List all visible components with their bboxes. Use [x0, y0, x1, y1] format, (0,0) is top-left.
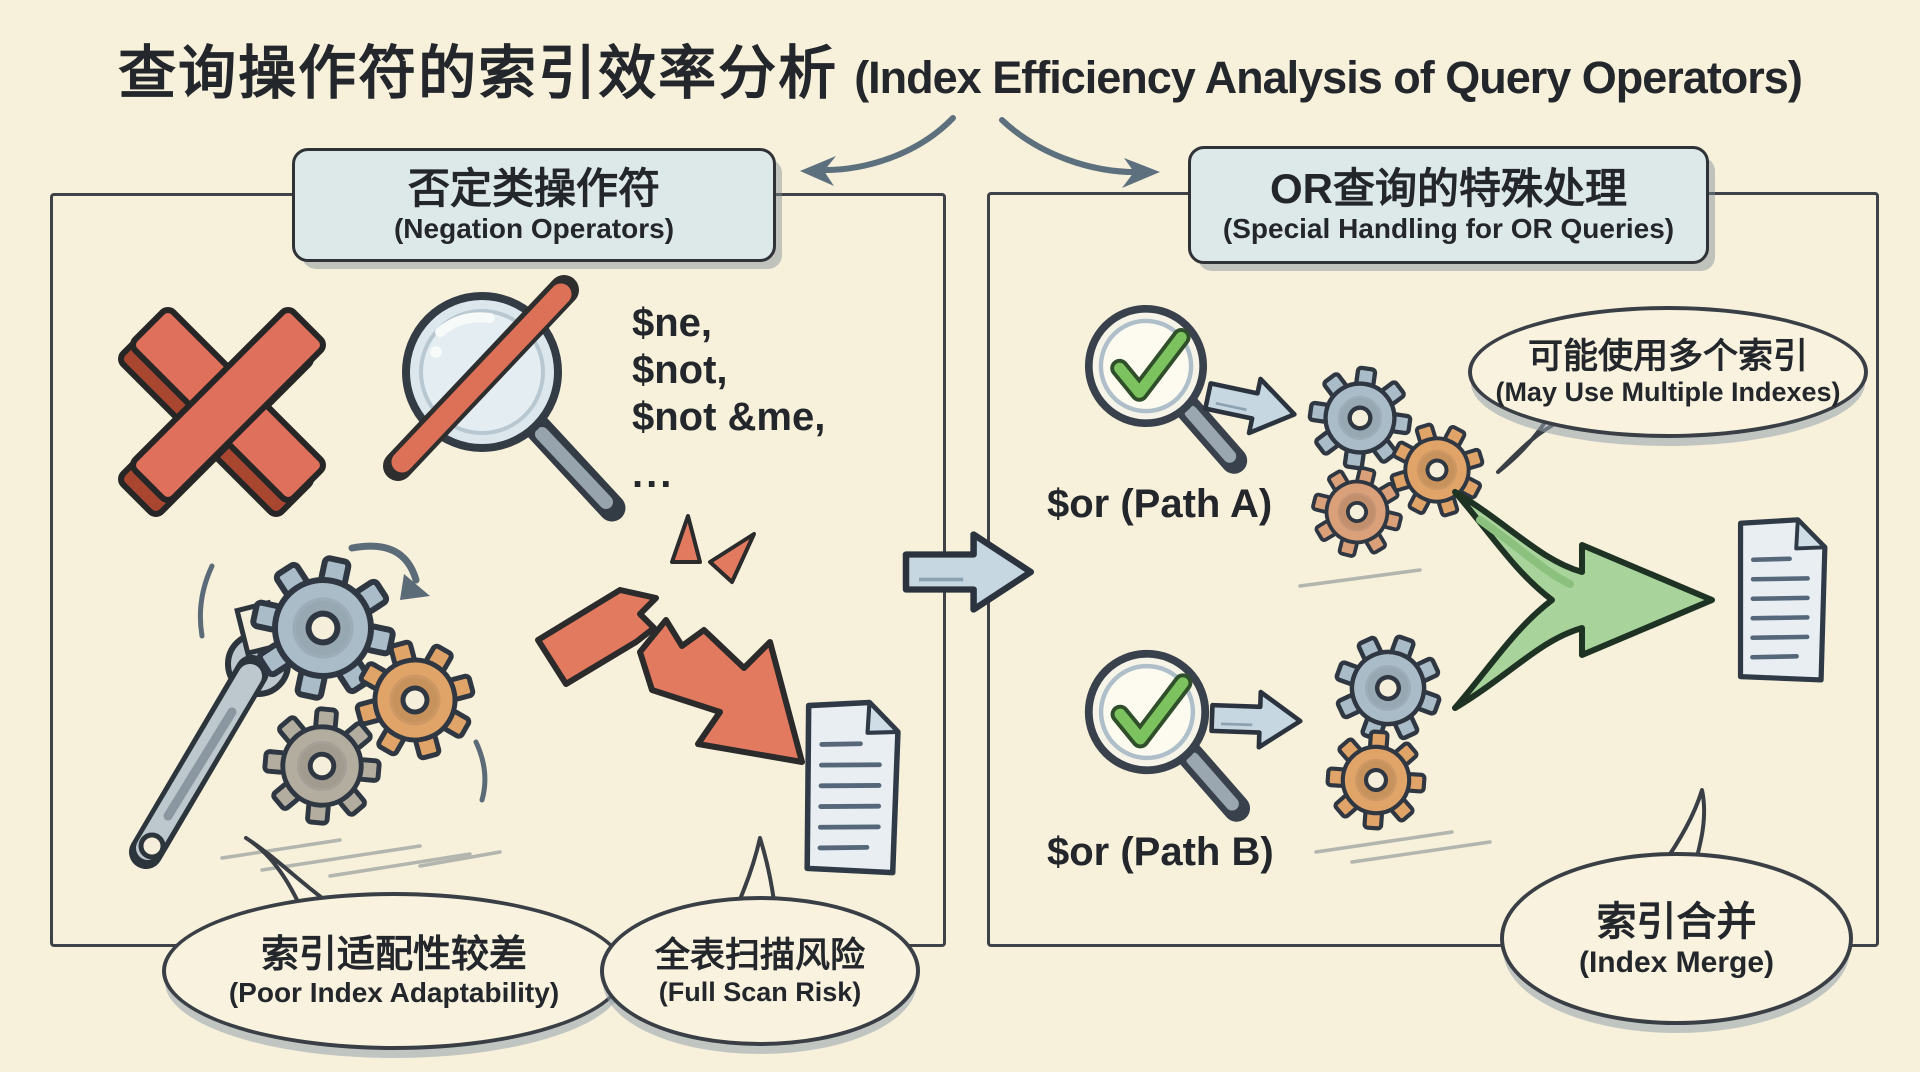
bubble-tails: [244, 416, 1707, 908]
or-header-en: (Special Handling for OR Queries): [1222, 213, 1675, 244]
page-title: 查询操作符的索引效率分析 (Index Efficiency Analysis o…: [0, 26, 1920, 110]
broken-arrow-icon: [535, 514, 805, 765]
index-merge-bubble: 索引合并 (Index Merge): [1500, 852, 1853, 1025]
ground-hatch-left: [220, 838, 502, 878]
negation-operator-list: $ne, $not, $not &me, ...: [632, 300, 825, 498]
or-path-a-label: $or (Path A): [1047, 482, 1273, 526]
path-b-arrow-icon: [1211, 690, 1301, 748]
operator-ellipsis: ...: [632, 452, 675, 496]
poor-index-zh: 索引适配性较差: [260, 934, 527, 976]
operator-not-ne: $not &me,: [632, 395, 826, 439]
wrench-icon: [129, 599, 291, 869]
result-document-icon: [1739, 519, 1825, 680]
negation-header-zh: 否定类操作符: [407, 165, 660, 212]
merge-arrow-icon: [1452, 489, 1715, 711]
or-path-b-label: $or (Path B): [1047, 830, 1274, 874]
negation-operators-header: 否定类操作符 (Negation Operators): [292, 148, 776, 262]
negation-header-en: (Negation Operators): [393, 213, 675, 244]
full-scan-zh: 全表扫描风险: [654, 935, 865, 975]
gears-path-b-icon: [1321, 621, 1455, 831]
gear-motion-arrow-icon: [197, 542, 488, 803]
full-scan-en: (Full Scan Risk): [658, 976, 862, 1007]
multiple-indexes-bubble: 可能使用多个索引 (May Use Multiple Indexes): [1468, 306, 1868, 438]
full-scan-risk-bubble: 全表扫描风险 (Full Scan Risk): [600, 896, 920, 1046]
poor-index-adaptability-bubble: 索引适配性较差 (Poor Index Adaptability): [162, 892, 626, 1050]
document-icon: [806, 701, 899, 872]
poor-index-en: (Poor Index Adaptability): [228, 977, 560, 1008]
operator-not: $not,: [632, 348, 728, 392]
page-title-zh: 查询操作符的索引效率分析: [118, 41, 839, 106]
multiple-indexes-en: (May Use Multiple Indexes): [1495, 377, 1841, 407]
gears-path-a-icon: [1304, 362, 1501, 568]
title-branch-left-arrow-icon: [800, 115, 956, 186]
operator-ne: $ne,: [632, 301, 713, 345]
no-index-magnifier-icon: [383, 275, 626, 522]
page-title-en: (Index Efficiency Analysis of Query Oper…: [854, 52, 1803, 103]
cross-x-icon: [118, 307, 326, 517]
index-merge-zh: 索引合并: [1596, 899, 1757, 944]
ground-hatch-right: [1298, 568, 1492, 864]
index-merge-en: (Index Merge): [1578, 945, 1775, 979]
or-queries-header: OR查询的特殊处理 (Special Handling for OR Queri…: [1188, 146, 1709, 264]
title-branch-right-arrow-icon: [999, 117, 1160, 188]
or-header-zh: OR查询的特殊处理: [1269, 165, 1627, 212]
multiple-indexes-zh: 可能使用多个索引: [1527, 337, 1808, 376]
flow-arrow-icon: [906, 535, 1031, 610]
